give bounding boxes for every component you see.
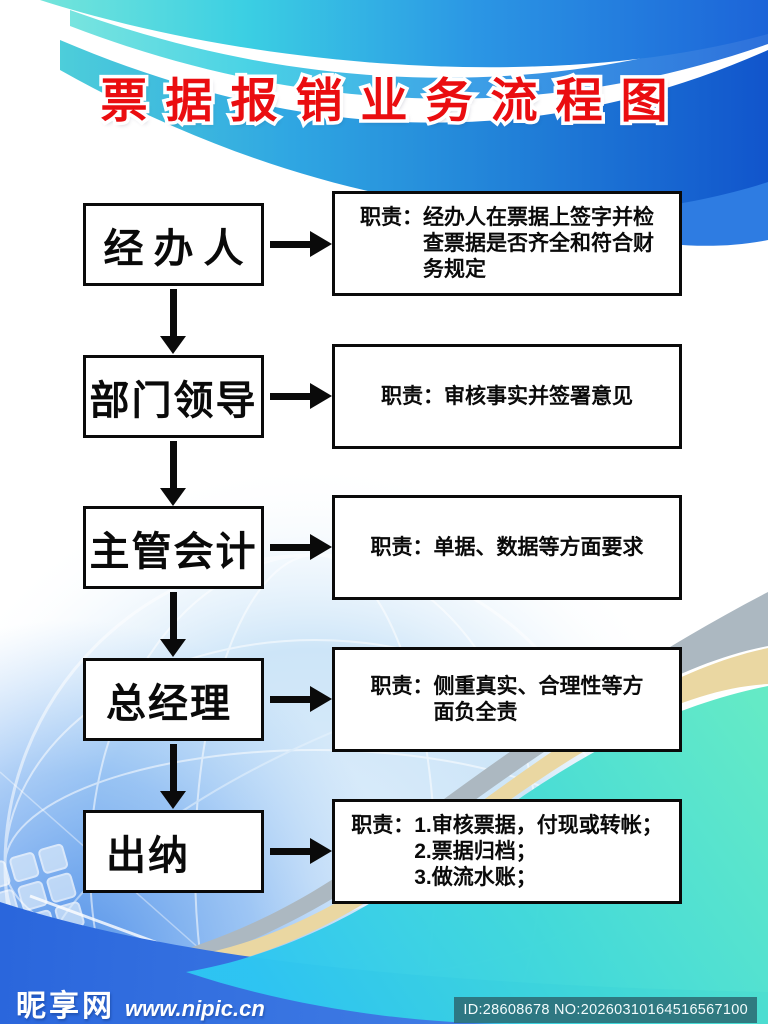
duty-line: 侧重真实、合理性等方 (433, 674, 644, 698)
flow-node-label: 出纳 (106, 831, 190, 879)
duty-line: 经办人在票据上签字并检 (423, 205, 654, 229)
duty-label: 职责： (370, 674, 434, 698)
duty-line: 2.票据归档； (414, 839, 537, 863)
duty-line: 3.做流水账； (414, 865, 537, 889)
flow-node-chief-accountant: 主管会计 (83, 506, 264, 589)
duty-line: 面负全责 (433, 700, 518, 724)
flow-node-label: 主管会计 (89, 527, 258, 575)
page-title-outline: 票据报销业务流程图 (97, 71, 686, 133)
duty-label: 职责： (381, 384, 444, 408)
right-arrow-icon (270, 231, 332, 257)
duty-line: 查票据是否齐全和符合财 (423, 231, 654, 255)
down-arrow-icon (160, 592, 187, 657)
flow-node-label: 经办人 (103, 224, 254, 272)
duty-box-dept-leader: 职责： 审核事实并签署意见 (332, 344, 682, 449)
duty-line: 1.审核票据，付现或转帐； (414, 813, 663, 837)
flow-node-handler: 经办人 (83, 203, 264, 286)
page-title-text: 票据报销业务流程图 (100, 74, 686, 129)
duty-box-handler: 职责： 经办人在票据上签字并检 查票据是否齐全和符合财 务规定 (332, 191, 682, 296)
flow-node-dept-leader: 部门领导 (83, 355, 264, 438)
duty-label: 职责： (360, 205, 423, 229)
duty-box-cashier: 职责： 1.审核票据，付现或转帐； 2.票据归档； 3.做流水账； (332, 799, 682, 904)
down-arrow-icon (160, 289, 187, 354)
down-arrow-icon (160, 744, 187, 809)
duty-line: 单据、数据等方面要求 (433, 535, 644, 559)
duty-box-general-manager: 职责： 侧重真实、合理性等方 面负全责 (332, 647, 682, 752)
flow-node-general-manager: 总经理 (83, 658, 264, 741)
duty-label: 职责： (351, 813, 415, 837)
right-arrow-icon (270, 838, 332, 864)
duty-label: 职责： (370, 535, 434, 559)
duty-line: 务规定 (423, 257, 486, 281)
duty-line: 审核事实并签署意见 (444, 384, 633, 408)
right-arrow-icon (270, 383, 332, 409)
page-title: 票据报销业务流程图 票据报销业务流程图 (0, 62, 768, 133)
right-arrow-icon (270, 686, 332, 712)
right-arrow-icon (270, 534, 332, 560)
down-arrow-icon (160, 441, 187, 506)
flow-node-cashier: 出纳 (83, 810, 264, 893)
flow-node-label: 部门领导 (89, 376, 258, 424)
duty-box-chief-accountant: 职责： 单据、数据等方面要求 (332, 495, 682, 600)
flow-node-label: 总经理 (106, 679, 232, 727)
